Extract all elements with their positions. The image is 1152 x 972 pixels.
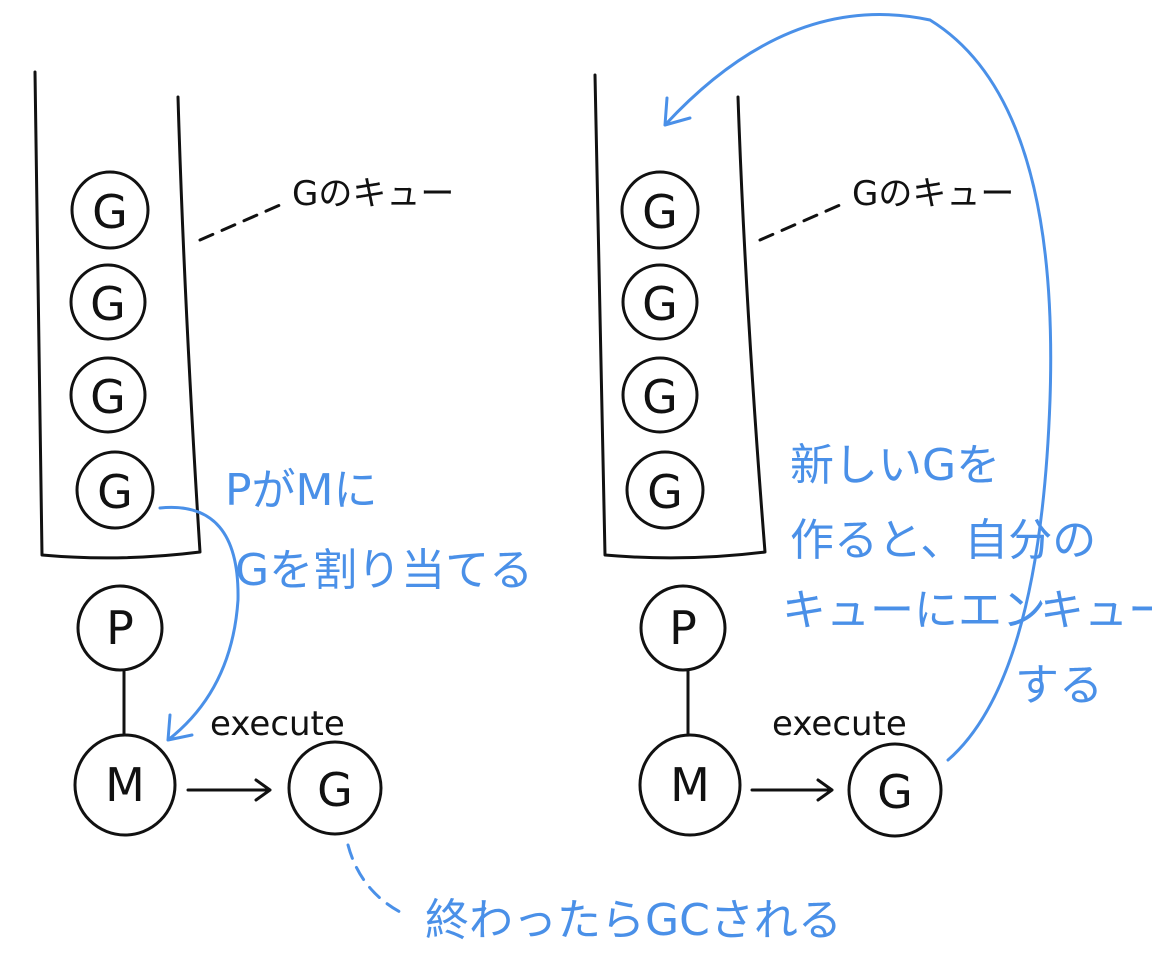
left-execute-arrow <box>186 778 272 802</box>
svg-text:G: G <box>642 370 678 424</box>
gc-note-leader <box>346 843 402 914</box>
left-queue-g-3: G <box>69 356 147 434</box>
left-execute-label: execute <box>210 704 345 744</box>
svg-text:P: P <box>106 601 134 655</box>
svg-text:G: G <box>90 277 126 331</box>
left-queue-g-2: G <box>69 263 147 341</box>
right-queue-g-3: G <box>621 356 699 434</box>
right-running-g: G <box>847 742 943 838</box>
right-execute-arrow <box>750 778 834 802</box>
left-queue-g-4: G <box>75 450 155 530</box>
left-panel: G G G G Gのキュー P M execute G PがMに Gを割り当てる <box>33 70 533 837</box>
left-queue-container <box>33 70 202 560</box>
svg-text:M: M <box>105 758 145 812</box>
right-p-node: P <box>639 584 727 672</box>
svg-text:G: G <box>317 763 353 817</box>
right-enqueue-note-line2: 作ると、自分の <box>790 515 1096 566</box>
svg-text:P: P <box>669 601 697 655</box>
right-queue-container <box>593 73 767 560</box>
gc-note: 終わったらGCされる <box>425 895 842 946</box>
right-queue-g-2: G <box>621 263 699 341</box>
svg-text:M: M <box>670 758 710 812</box>
left-assign-note-line2: Gを割り当てる <box>235 545 533 596</box>
right-panel: G G G G Gのキュー P M execute G 新しいGを 作ると、自分… <box>593 13 1152 838</box>
left-p-node: P <box>76 584 164 672</box>
right-enqueue-note-line3: キューにエン <box>782 585 1046 636</box>
svg-text:G: G <box>92 185 128 239</box>
right-enqueue-note-line4: キュー <box>1040 585 1152 636</box>
svg-text:G: G <box>90 370 126 424</box>
right-enqueue-note-line1: 新しいGを <box>790 440 1000 491</box>
svg-text:G: G <box>97 465 133 519</box>
right-execute-label: execute <box>772 704 907 744</box>
right-queue-g-4: G <box>625 450 705 530</box>
left-assign-note-line1: PがMに <box>225 465 378 516</box>
svg-text:G: G <box>642 277 678 331</box>
left-queue-g-1: G <box>70 170 150 250</box>
left-queue-label: Gのキュー <box>292 174 454 214</box>
left-running-g: G <box>287 740 383 836</box>
right-m-node: M <box>638 733 742 837</box>
svg-text:G: G <box>642 185 678 239</box>
right-queue-label: Gのキュー <box>852 174 1014 214</box>
right-queue-label-leader <box>758 203 842 242</box>
svg-text:G: G <box>647 465 683 519</box>
right-enqueue-arrow <box>663 13 1053 762</box>
left-assign-arrow <box>158 505 240 742</box>
left-m-node: M <box>73 733 177 837</box>
right-queue-g-1: G <box>620 170 700 250</box>
left-queue-label-leader <box>198 203 282 242</box>
right-enqueue-note-line5: する <box>1015 660 1103 711</box>
svg-text:G: G <box>877 765 913 819</box>
